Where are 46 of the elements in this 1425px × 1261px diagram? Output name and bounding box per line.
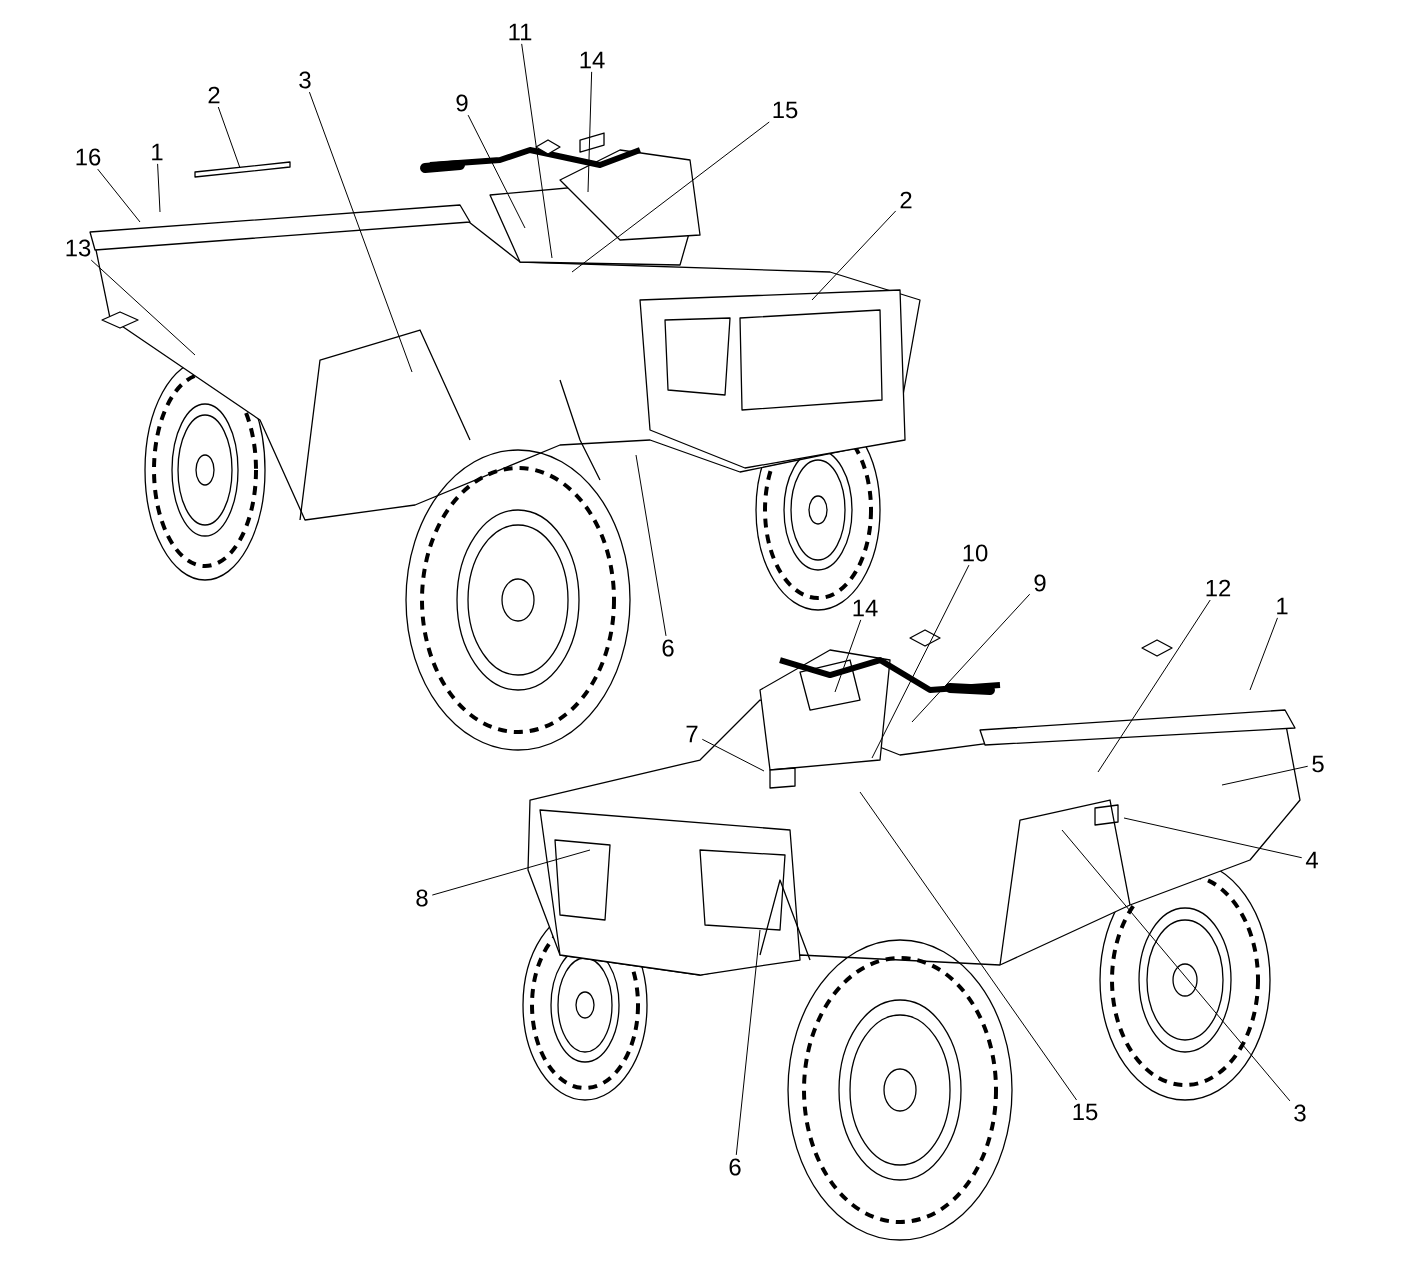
leader-line [157,163,161,213]
leader-line [521,43,553,259]
leader-line [1061,829,1291,1102]
callout-number: 4 [1305,851,1318,869]
callout-number: 6 [729,1158,741,1176]
leader-line [571,121,770,273]
callout-number: 1 [1277,597,1288,615]
leader-line [635,454,667,637]
leader-line [1123,817,1303,859]
callout-number: 2 [900,191,912,209]
leader-line [1249,617,1278,691]
leader-line [431,849,591,896]
callout-number: 8 [416,889,428,907]
callout-number: 13 [66,239,91,257]
leader-line [308,91,413,373]
callout-number: 14 [853,599,878,617]
leader-line [97,168,141,223]
leader-line [911,593,1031,723]
leader-line [811,210,897,301]
callout-number: 6 [662,639,674,657]
leader-line [217,106,241,169]
leader-line [90,259,196,356]
callout-number: 9 [456,94,468,112]
leader-line [467,114,526,229]
leader-line [587,71,593,193]
callout-number: 3 [1294,1104,1306,1122]
callout-number: 15 [1073,1103,1098,1121]
callout-number: 1 [152,143,163,161]
leader-line [735,929,761,1156]
leader-line [701,738,765,772]
callout-number: 2 [208,86,220,104]
callout-number: 12 [1206,579,1231,597]
callout-number: 15 [773,101,798,119]
callout-number: 14 [580,51,605,69]
callout-number: 9 [1034,574,1046,592]
callout-number: 10 [963,544,988,562]
leader-line [1221,765,1309,786]
leader-line [1097,599,1211,773]
callout-number: 11 [509,23,532,41]
leader-line [871,564,970,759]
callout-number: 3 [299,71,311,89]
leader-line [859,791,1078,1101]
callout-number: 7 [686,725,698,743]
callout-number: 16 [76,148,101,166]
leader-line [834,619,862,693]
callout-number: 5 [1312,755,1324,773]
